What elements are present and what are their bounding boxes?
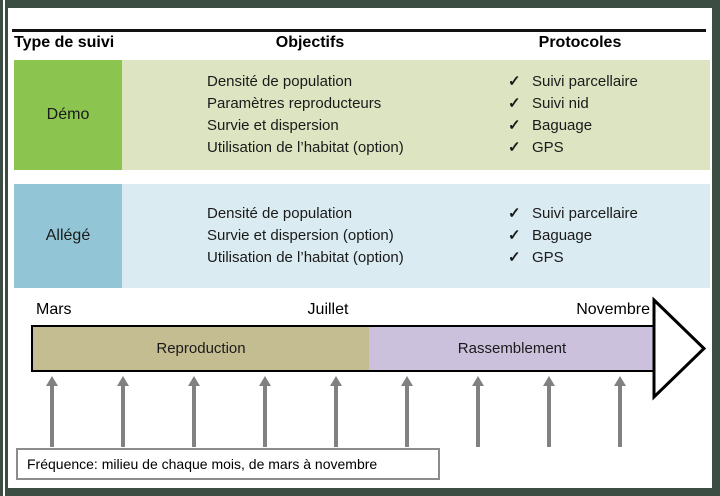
check-icon: ✓ — [508, 227, 521, 244]
check-icon: ✓ — [508, 205, 521, 222]
timeline-segment-rassemblement: Rassemblement — [369, 327, 655, 370]
objective-item: Densité de population — [207, 205, 353, 222]
row-demo-background — [122, 60, 710, 170]
frequency-note-text: Fréquence: milieu de chaque mois, de mar… — [27, 456, 378, 472]
frame-accent-line — [3, 0, 5, 496]
protocol-label: Suivi nid — [532, 95, 589, 112]
objective-item: Survie et dispersion (option) — [207, 227, 394, 244]
protocol-item: ✓ Suivi nid — [508, 93, 638, 115]
protocols-list-allege: ✓ Suivi parcellaire ✓ Baguage ✓ GPS — [508, 184, 638, 288]
column-header-protocoles: Protocoles — [538, 34, 622, 51]
objective-item: Paramètres reproducteurs — [207, 95, 382, 112]
timeline-label-novembre: Novembre — [576, 301, 650, 318]
objective-item: Utilisation de l’habitat (option) — [207, 249, 404, 266]
up-arrow-icon — [259, 376, 271, 447]
objective-item: Utilisation de l’habitat (option) — [207, 139, 404, 156]
protocol-item: ✓ Baguage — [508, 225, 638, 247]
type-cell-demo: Démo — [14, 60, 122, 170]
timeline-arrowhead-icon — [652, 296, 707, 401]
timeline-label-juillet: Juillet — [307, 301, 349, 318]
type-label-demo: Démo — [46, 106, 90, 123]
protocol-item: ✓ GPS — [508, 137, 638, 159]
up-arrow-icon — [614, 376, 626, 447]
segment-label-reproduction: Reproduction — [156, 340, 246, 357]
month-arrows — [46, 376, 626, 447]
objective-item: Survie et dispersion — [207, 117, 339, 134]
type-label-allege: Allégé — [45, 227, 91, 244]
up-arrow-icon — [401, 376, 413, 447]
table-top-rule — [12, 29, 706, 32]
protocol-label: GPS — [532, 139, 564, 156]
protocol-item: ✓ Suivi parcellaire — [508, 203, 638, 225]
protocol-item: ✓ Suivi parcellaire — [508, 71, 638, 93]
protocol-item: ✓ Baguage — [508, 115, 638, 137]
type-cell-allege: Allégé — [14, 184, 122, 288]
objective-item: Densité de population — [207, 73, 353, 90]
column-header-objectifs: Objectifs — [275, 34, 345, 51]
check-icon: ✓ — [508, 139, 521, 156]
up-arrow-icon — [46, 376, 58, 447]
up-arrow-icon — [472, 376, 484, 447]
check-icon: ✓ — [508, 95, 521, 112]
protocols-list-demo: ✓ Suivi parcellaire ✓ Suivi nid ✓ Baguag… — [508, 60, 638, 170]
up-arrow-icon — [188, 376, 200, 447]
up-arrow-icon — [330, 376, 342, 447]
check-icon: ✓ — [508, 117, 521, 134]
frequency-note-box: Fréquence: milieu de chaque mois, de mar… — [16, 448, 440, 480]
check-icon: ✓ — [508, 73, 521, 90]
up-arrow-icon — [117, 376, 129, 447]
segment-label-rassemblement: Rassemblement — [457, 340, 567, 357]
row-allege-background — [122, 184, 710, 288]
protocol-label: Suivi parcellaire — [532, 205, 638, 222]
protocol-label: Baguage — [532, 117, 593, 134]
column-header-type-de-suivi: Type de suivi — [14, 34, 115, 51]
timeline-bar: Reproduction Rassemblement — [31, 325, 655, 372]
timeline-label-mars: Mars — [36, 301, 72, 318]
up-arrow-icon — [543, 376, 555, 447]
protocol-label: Baguage — [532, 227, 593, 244]
timeline-segment-reproduction: Reproduction — [33, 327, 369, 370]
protocol-label: Suivi parcellaire — [532, 73, 638, 90]
protocol-item: ✓ GPS — [508, 247, 638, 269]
check-icon: ✓ — [508, 249, 521, 266]
protocol-label: GPS — [532, 249, 564, 266]
